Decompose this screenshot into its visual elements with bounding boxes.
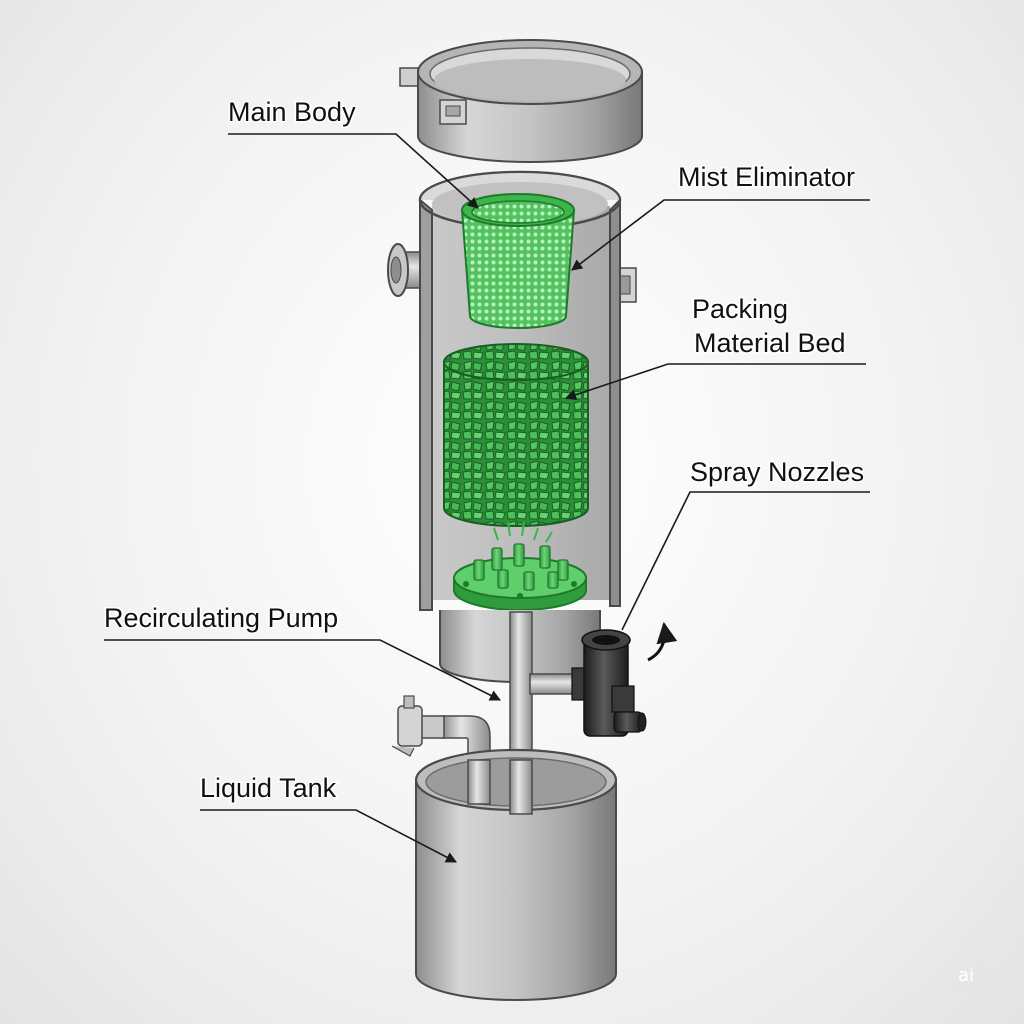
drain-valve: [391, 695, 445, 757]
mist-eliminator-basket: [460, 193, 576, 329]
packing-material-bed: [443, 343, 589, 527]
callout-mist-eliminator: Mist Eliminator: [571, 161, 870, 271]
label-recirculating-pump: Recirculating Pump: [104, 603, 338, 633]
callout-liquid-tank: Liquid Tank: [199, 772, 457, 863]
flow-direction-arrow: [647, 621, 678, 662]
label-packing-line-1: Packing: [692, 294, 788, 324]
label-spray-nozzles: Spray Nozzles: [690, 457, 864, 487]
spray-nozzle-heads: [473, 543, 569, 591]
callout-main-body: Main Body: [227, 96, 479, 209]
label-main-body: Main Body: [228, 97, 356, 127]
recirculating-pump-body: [571, 629, 647, 737]
callout-recirculating-pump: Recirculating Pump: [103, 602, 502, 701]
top-lid-ring: [399, 39, 643, 163]
liquid-tank: [414, 748, 618, 1001]
label-mist-eliminator: Mist Eliminator: [678, 162, 855, 192]
watermark-text: ai: [958, 965, 974, 986]
label-liquid-tank: Liquid Tank: [200, 773, 337, 803]
label-packing-line-2: Material Bed: [694, 328, 846, 358]
callout-spray-nozzles: Spray Nozzles: [621, 456, 870, 631]
callout-packing-material-bed: Packing Material Bed: [564, 293, 866, 401]
watermark-badge: ai: [946, 952, 990, 996]
spray-droplets: [493, 521, 553, 543]
spray-nozzle-manifold: [453, 543, 587, 611]
